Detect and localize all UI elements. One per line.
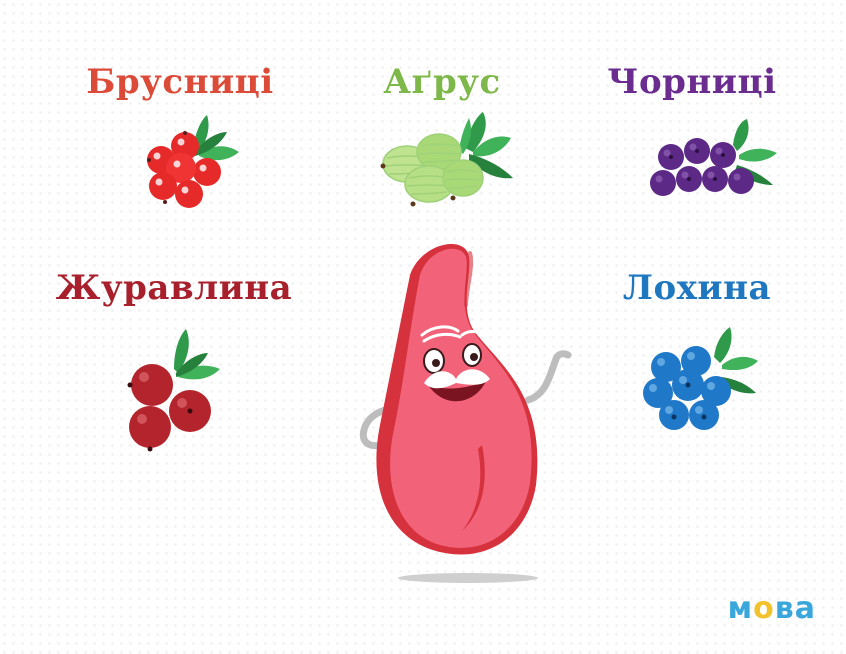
label-lokhyna: Лохина xyxy=(622,268,772,308)
logo-part: м xyxy=(727,591,754,626)
blueberry-icon xyxy=(643,327,758,430)
gooseberry-icon xyxy=(380,112,513,207)
label-zhuravlyna: Журавлина xyxy=(55,268,293,308)
cranberry-icon xyxy=(127,329,220,452)
label-chornytsi: Чорниці xyxy=(607,62,777,102)
mascot-illustration xyxy=(359,244,572,583)
logo-part: ва xyxy=(774,591,816,626)
lingonberry-icon xyxy=(147,115,239,208)
mova-logo: мова xyxy=(728,591,816,626)
logo-part: о xyxy=(753,591,775,626)
bilberry-icon xyxy=(650,119,777,196)
label-agrus: Аґрус xyxy=(383,62,501,102)
label-brusnytsi: Брусниці xyxy=(86,62,274,102)
